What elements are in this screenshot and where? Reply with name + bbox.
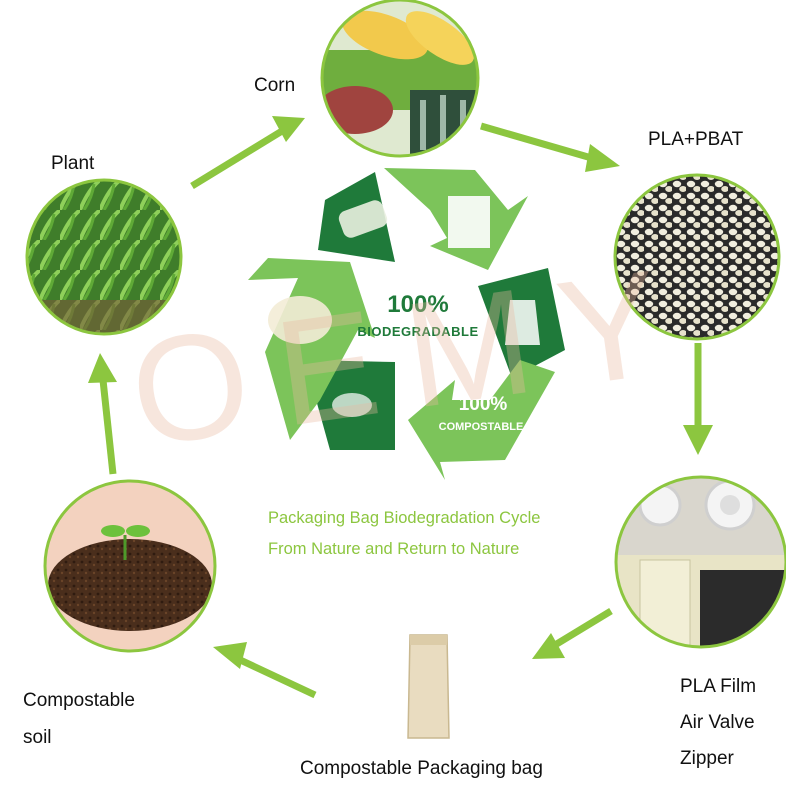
soil-hands-circle (43, 479, 217, 653)
label-air-valve: Air Valve (680, 712, 755, 733)
biodegradable-percent: 100% (387, 291, 448, 318)
kraft-packaging-bag (407, 634, 450, 739)
biodegradable-word: BIODEGRADABLE (357, 324, 478, 339)
recycle-left-arrow (248, 258, 375, 440)
arrow-soil-to-plant (88, 353, 117, 475)
compostable-word: COMPOSTABLE (439, 421, 524, 433)
cycle-arrows (88, 116, 713, 699)
plant-photo-circle (25, 178, 183, 336)
pla-pbat-pellets-circle (613, 173, 781, 341)
label-zipper: Zipper (680, 748, 734, 769)
arrow-pla-to-film (683, 343, 713, 455)
label-soil: soil (23, 727, 52, 748)
label-pla-film: PLA Film (680, 676, 757, 697)
label-compostable: Compostable (23, 690, 135, 711)
arrow-plant-to-corn (190, 116, 305, 189)
arrow-corn-to-pla (480, 122, 620, 172)
caption-line-1: Packaging Bag Biodegradation Cycle (268, 509, 541, 527)
recycle-bag-panel (448, 196, 490, 248)
caption-line-2: From Nature and Return to Nature (268, 540, 520, 558)
corn-photo-circle (320, 0, 480, 158)
recycle-symbol: 100% BIODEGRADABLE 100% COMPOSTABLE (248, 168, 565, 480)
recycle-bottom-right-arrow (408, 360, 555, 480)
arrow-film-to-bag (532, 608, 613, 659)
label-plant: Plant (51, 153, 95, 174)
label-corn: Corn (254, 75, 296, 96)
label-pla-pbat: PLA+PBAT (648, 129, 744, 150)
label-compostable-bag: Compostable Packaging bag (300, 758, 543, 779)
arrow-bag-to-soil (213, 642, 317, 699)
compostable-percent: 100% (459, 394, 508, 415)
pla-film-valve-circle (614, 475, 786, 649)
